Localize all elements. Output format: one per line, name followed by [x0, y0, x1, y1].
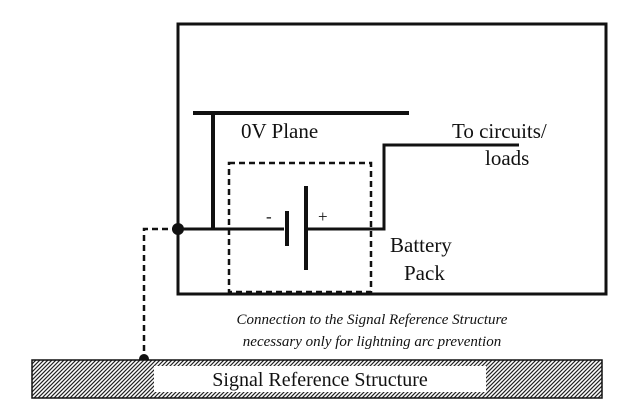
ground-label-box [154, 366, 486, 392]
junction-node [172, 223, 184, 235]
plus-sign: + [318, 207, 328, 226]
battery-label-line2: Pack [404, 261, 445, 285]
minus-sign: - [266, 207, 272, 226]
battery-label-line1: Battery [390, 233, 452, 257]
positive-to-circuits-wire [306, 143, 519, 231]
ground-label: Signal Reference Structure [212, 369, 428, 391]
enclosure-box [176, 22, 608, 296]
dashed-ground-connection [142, 227, 178, 359]
caption-line2: necessary only for lightning arc prevent… [243, 334, 501, 350]
caption-line1: Connection to the Signal Reference Struc… [237, 312, 508, 328]
circuits-label-line2: loads [485, 146, 529, 170]
circuits-label-line1: To circuits/ [452, 119, 547, 143]
battery-pack-box [227, 161, 373, 294]
zero-volt-plane-label: 0V Plane [241, 119, 318, 143]
